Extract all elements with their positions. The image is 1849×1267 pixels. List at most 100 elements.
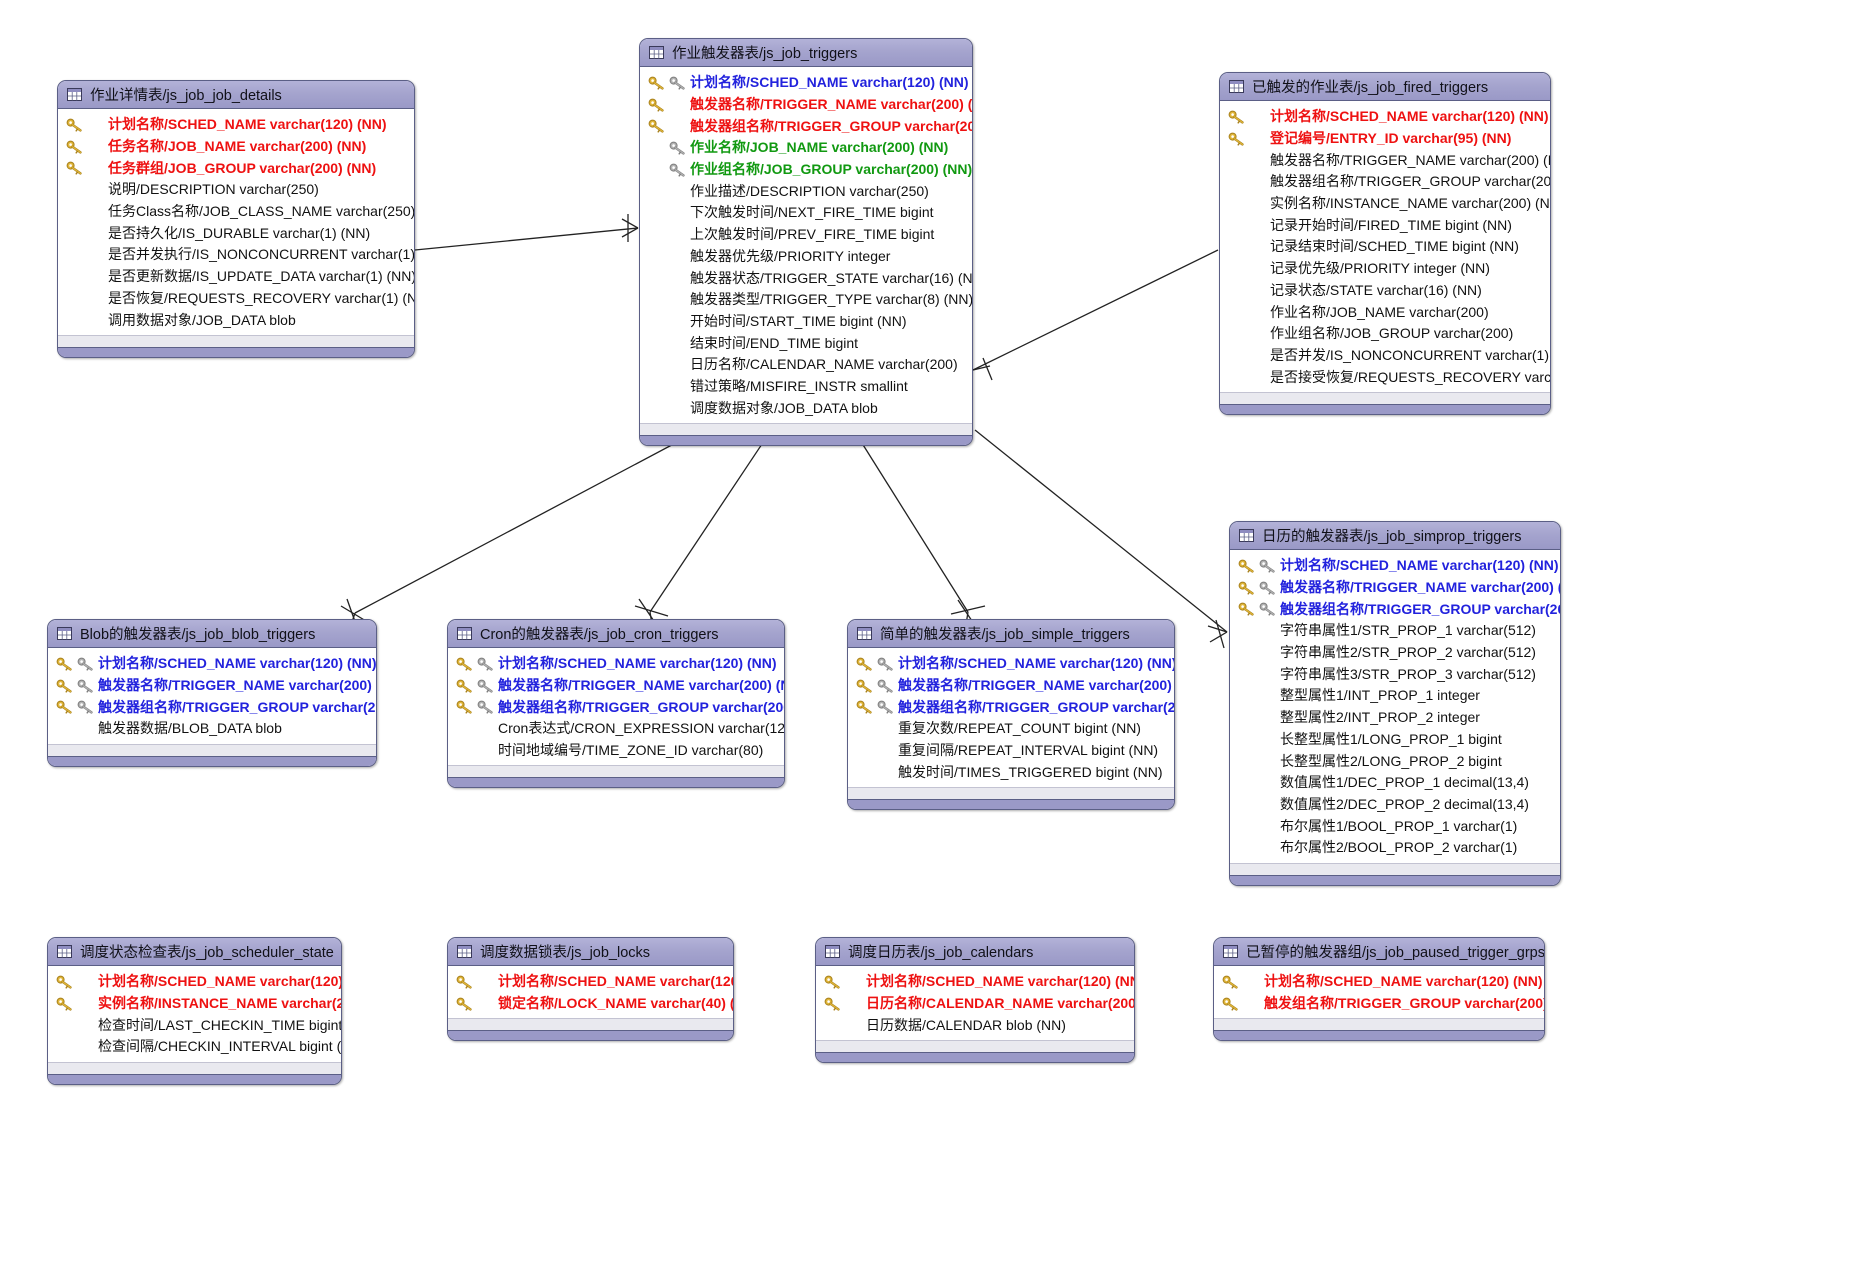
- entity-job_simprop_triggers[interactable]: 日历的触发器表/js_job_simprop_triggers 计划名称/SCHE…: [1229, 521, 1561, 886]
- entity-header-job_scheduler_state[interactable]: 调度状态检查表/js_job_scheduler_state: [48, 938, 341, 966]
- column-row[interactable]: 触发器组名称/TRIGGER_GROUP varchar(200) (NN): [640, 115, 972, 137]
- entity-header-job_triggers[interactable]: 作业触发器表/js_job_triggers: [640, 39, 972, 67]
- column-row[interactable]: 开始时间/START_TIME bigint (NN): [640, 311, 972, 333]
- entity-job_locks[interactable]: 调度数据锁表/js_job_locks 计划名称/SCHED_NAME varch…: [447, 937, 734, 1042]
- column-row[interactable]: 触发组名称/TRIGGER_GROUP varchar(200) (NN): [1214, 993, 1544, 1015]
- column-row[interactable]: 实例名称/INSTANCE_NAME varchar(200) (NN): [1220, 193, 1550, 215]
- column-row[interactable]: 布尔属性1/BOOL_PROP_1 varchar(1): [1230, 815, 1560, 837]
- entity-header-job_paused_trigger_grps[interactable]: 已暂停的触发器组/js_job_paused_trigger_grps: [1214, 938, 1544, 966]
- column-row[interactable]: 计划名称/SCHED_NAME varchar(120) (NN): [816, 971, 1134, 993]
- entity-job_triggers[interactable]: 作业触发器表/js_job_triggers 计划名称/SCHED_NAME va…: [639, 38, 973, 446]
- column-row[interactable]: 任务名称/JOB_NAME varchar(200) (NN): [58, 136, 414, 158]
- column-row[interactable]: 计划名称/SCHED_NAME varchar(120) (NN): [48, 653, 376, 675]
- column-row[interactable]: 整型属性1/INT_PROP_1 integer: [1230, 685, 1560, 707]
- column-row[interactable]: 是否并发/IS_NONCONCURRENT varchar(1): [1220, 345, 1550, 367]
- column-row[interactable]: 记录开始时间/FIRED_TIME bigint (NN): [1220, 214, 1550, 236]
- entity-header-job_blob_triggers[interactable]: Blob的触发器表/js_job_blob_triggers: [48, 620, 376, 648]
- column-row[interactable]: 计划名称/SCHED_NAME varchar(120) (NN): [848, 653, 1174, 675]
- column-row[interactable]: 是否接受恢复/REQUESTS_RECOVERY varchar(1): [1220, 366, 1550, 388]
- entity-job_calendars[interactable]: 调度日历表/js_job_calendars 计划名称/SCHED_NAME va…: [815, 937, 1135, 1064]
- column-row[interactable]: 是否并发执行/IS_NONCONCURRENT varchar(1) (NN): [58, 244, 414, 266]
- column-row[interactable]: 触发时间/TIMES_TRIGGERED bigint (NN): [848, 761, 1174, 783]
- column-row[interactable]: 结束时间/END_TIME bigint: [640, 332, 972, 354]
- column-row[interactable]: 任务群组/JOB_GROUP varchar(200) (NN): [58, 157, 414, 179]
- column-row[interactable]: 长整型属性2/LONG_PROP_2 bigint: [1230, 750, 1560, 772]
- column-row[interactable]: 记录优先级/PRIORITY integer (NN): [1220, 258, 1550, 280]
- column-row[interactable]: 错过策略/MISFIRE_INSTR smallint: [640, 376, 972, 398]
- column-row[interactable]: 计划名称/SCHED_NAME varchar(120) (NN): [58, 114, 414, 136]
- column-row[interactable]: 作业名称/JOB_NAME varchar(200) (NN): [640, 137, 972, 159]
- entity-header-job_calendars[interactable]: 调度日历表/js_job_calendars: [816, 938, 1134, 966]
- column-row[interactable]: 检查时间/LAST_CHECKIN_TIME bigint (NN): [48, 1014, 341, 1036]
- column-row[interactable]: 重复次数/REPEAT_COUNT bigint (NN): [848, 718, 1174, 740]
- entity-header-job_simprop_triggers[interactable]: 日历的触发器表/js_job_simprop_triggers: [1230, 522, 1560, 550]
- column-row[interactable]: 字符串属性1/STR_PROP_1 varchar(512): [1230, 620, 1560, 642]
- column-row[interactable]: 计划名称/SCHED_NAME varchar(120) (NN): [1230, 555, 1560, 577]
- column-row[interactable]: 是否更新数据/IS_UPDATE_DATA varchar(1) (NN): [58, 266, 414, 288]
- entity-job_simple_triggers[interactable]: 简单的触发器表/js_job_simple_triggers 计划名称/SCHED…: [847, 619, 1175, 811]
- column-row[interactable]: 下次触发时间/NEXT_FIRE_TIME bigint: [640, 202, 972, 224]
- column-row[interactable]: 字符串属性3/STR_PROP_3 varchar(512): [1230, 663, 1560, 685]
- column-row[interactable]: 计划名称/SCHED_NAME varchar(120) (NN): [48, 971, 341, 993]
- column-row[interactable]: 触发器组名称/TRIGGER_GROUP varchar(200) (NN): [1220, 171, 1550, 193]
- column-row[interactable]: 登记编号/ENTRY_ID varchar(95) (NN): [1220, 128, 1550, 150]
- column-row[interactable]: 触发器名称/TRIGGER_NAME varchar(200) (NN): [1230, 577, 1560, 599]
- column-row[interactable]: 锁定名称/LOCK_NAME varchar(40) (NN): [448, 993, 733, 1015]
- column-row[interactable]: 计划名称/SCHED_NAME varchar(120) (NN): [640, 72, 972, 94]
- column-row[interactable]: 触发器名称/TRIGGER_NAME varchar(200) (NN): [640, 94, 972, 116]
- entity-header-job_job_details[interactable]: 作业详情表/js_job_job_details: [58, 81, 414, 109]
- column-row[interactable]: 作业组名称/JOB_GROUP varchar(200): [1220, 323, 1550, 345]
- column-row[interactable]: 日历名称/CALENDAR_NAME varchar(200) (NN): [816, 993, 1134, 1015]
- column-row[interactable]: 数值属性1/DEC_PROP_1 decimal(13,4): [1230, 772, 1560, 794]
- column-row[interactable]: 触发器组名称/TRIGGER_GROUP varchar(200) (NN): [448, 696, 784, 718]
- column-row[interactable]: 触发器组名称/TRIGGER_GROUP varchar(200) (NN): [1230, 598, 1560, 620]
- column-row[interactable]: 记录状态/STATE varchar(16) (NN): [1220, 280, 1550, 302]
- entity-header-job_fired_triggers[interactable]: 已触发的作业表/js_job_fired_triggers: [1220, 73, 1550, 101]
- column-row[interactable]: 调度数据对象/JOB_DATA blob: [640, 397, 972, 419]
- column-row[interactable]: 触发器名称/TRIGGER_NAME varchar(200) (NN): [1220, 149, 1550, 171]
- entity-header-job_locks[interactable]: 调度数据锁表/js_job_locks: [448, 938, 733, 966]
- column-row[interactable]: 触发器组名称/TRIGGER_GROUP varchar(200) (NN): [848, 696, 1174, 718]
- column-row[interactable]: 是否恢复/REQUESTS_RECOVERY varchar(1) (NN): [58, 288, 414, 310]
- column-row[interactable]: 重复间隔/REPEAT_INTERVAL bigint (NN): [848, 740, 1174, 762]
- column-row[interactable]: 触发器状态/TRIGGER_STATE varchar(16) (NN): [640, 267, 972, 289]
- column-row[interactable]: 日历名称/CALENDAR_NAME varchar(200): [640, 354, 972, 376]
- column-row[interactable]: 作业组名称/JOB_GROUP varchar(200) (NN): [640, 159, 972, 181]
- column-row[interactable]: 作业描述/DESCRIPTION varchar(250): [640, 180, 972, 202]
- column-row[interactable]: 触发器名称/TRIGGER_NAME varchar(200) (NN): [48, 675, 376, 697]
- column-row[interactable]: 计划名称/SCHED_NAME varchar(120) (NN): [1220, 106, 1550, 128]
- column-row[interactable]: 触发器类型/TRIGGER_TYPE varchar(8) (NN): [640, 289, 972, 311]
- column-row[interactable]: 数值属性2/DEC_PROP_2 decimal(13,4): [1230, 794, 1560, 816]
- column-row[interactable]: 说明/DESCRIPTION varchar(250): [58, 179, 414, 201]
- column-row[interactable]: 任务Class名称/JOB_CLASS_NAME varchar(250) (N…: [58, 201, 414, 223]
- column-row[interactable]: Cron表达式/CRON_EXPRESSION varchar(120) (NN…: [448, 718, 784, 740]
- entity-job_fired_triggers[interactable]: 已触发的作业表/js_job_fired_triggers 计划名称/SCHED_…: [1219, 72, 1551, 415]
- entity-header-job_simple_triggers[interactable]: 简单的触发器表/js_job_simple_triggers: [848, 620, 1174, 648]
- column-row[interactable]: 触发器组名称/TRIGGER_GROUP varchar(200) (NN): [48, 696, 376, 718]
- column-row[interactable]: 时间地域编号/TIME_ZONE_ID varchar(80): [448, 740, 784, 762]
- column-row[interactable]: 作业名称/JOB_NAME varchar(200): [1220, 301, 1550, 323]
- column-row[interactable]: 触发器名称/TRIGGER_NAME varchar(200) (NN): [848, 675, 1174, 697]
- entity-job_blob_triggers[interactable]: Blob的触发器表/js_job_blob_triggers 计划名称/SCHED…: [47, 619, 377, 767]
- entity-job_paused_trigger_grps[interactable]: 已暂停的触发器组/js_job_paused_trigger_grps 计划名称/…: [1213, 937, 1545, 1042]
- column-row[interactable]: 上次触发时间/PREV_FIRE_TIME bigint: [640, 224, 972, 246]
- column-row[interactable]: 触发器数据/BLOB_DATA blob: [48, 718, 376, 740]
- column-row[interactable]: 触发器名称/TRIGGER_NAME varchar(200) (NN): [448, 675, 784, 697]
- column-row[interactable]: 触发器优先级/PRIORITY integer: [640, 246, 972, 268]
- entity-job_job_details[interactable]: 作业详情表/js_job_job_details 计划名称/SCHED_NAME …: [57, 80, 415, 358]
- column-row[interactable]: 记录结束时间/SCHED_TIME bigint (NN): [1220, 236, 1550, 258]
- column-row[interactable]: 是否持久化/IS_DURABLE varchar(1) (NN): [58, 222, 414, 244]
- column-row[interactable]: 整型属性2/INT_PROP_2 integer: [1230, 707, 1560, 729]
- column-row[interactable]: 实例名称/INSTANCE_NAME varchar(200) (NN): [48, 993, 341, 1015]
- column-row[interactable]: 字符串属性2/STR_PROP_2 varchar(512): [1230, 642, 1560, 664]
- column-row[interactable]: 布尔属性2/BOOL_PROP_2 varchar(1): [1230, 837, 1560, 859]
- column-row[interactable]: 计划名称/SCHED_NAME varchar(120) (NN): [1214, 971, 1544, 993]
- entity-job_scheduler_state[interactable]: 调度状态检查表/js_job_scheduler_state 计划名称/SCHED…: [47, 937, 342, 1085]
- column-row[interactable]: 日历数据/CALENDAR blob (NN): [816, 1014, 1134, 1036]
- entity-header-job_cron_triggers[interactable]: Cron的触发器表/js_job_cron_triggers: [448, 620, 784, 648]
- column-row[interactable]: 调用数据对象/JOB_DATA blob: [58, 309, 414, 331]
- column-row[interactable]: 长整型属性1/LONG_PROP_1 bigint: [1230, 729, 1560, 751]
- column-row[interactable]: 检查间隔/CHECKIN_INTERVAL bigint (NN): [48, 1036, 341, 1058]
- column-row[interactable]: 计划名称/SCHED_NAME varchar(120) (NN): [448, 971, 733, 993]
